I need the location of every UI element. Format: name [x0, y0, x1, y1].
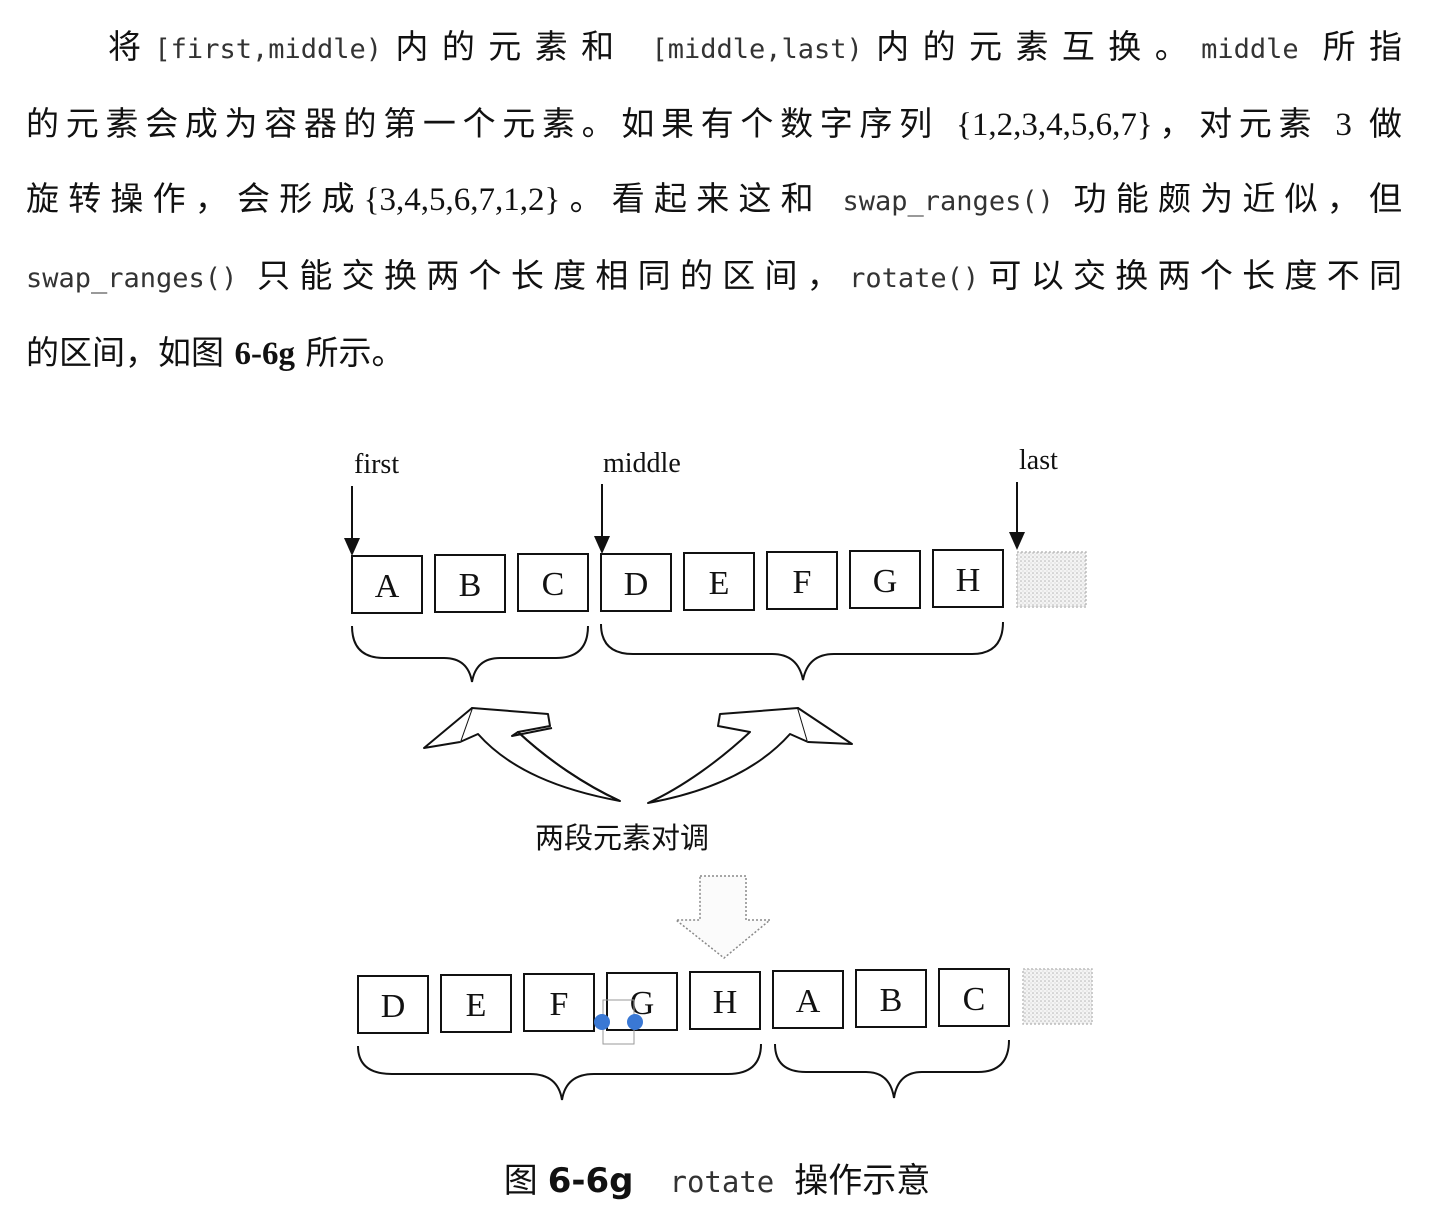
cell-label: A: [375, 568, 400, 605]
cell-after-2: F: [523, 973, 595, 1032]
cell-label: D: [624, 566, 649, 603]
selection-handle-left[interactable]: [594, 1014, 610, 1030]
cell-before-0: A: [351, 555, 423, 614]
rotate-diagram: first middle last A B C D E F G H 两段元素对调…: [344, 445, 1093, 1101]
caption-code: rotate: [669, 1165, 775, 1199]
paragraph-line-3: 旋转操作，会形成{3,4,5,6,7,1,2}。看起来这和 swap_range…: [26, 162, 1402, 239]
pointer-label-last: last: [1019, 445, 1058, 476]
text-run: 的区间，如图: [26, 333, 235, 372]
pointer-label-middle: middle: [603, 448, 681, 479]
body-paragraph: 将[first,middle)内的元素和 [middle,last)内的元素互换…: [26, 10, 1402, 391]
cell-label: E: [466, 987, 487, 1024]
text-run: 旋转操作，会形成: [26, 179, 364, 218]
pointer-arrow-first: [344, 486, 360, 556]
cell-label: B: [459, 567, 482, 604]
code-first-middle-range: [first,middle): [154, 34, 382, 65]
text-run: 只能交换两个长度相同的区间，: [237, 256, 850, 295]
cell-label: D: [381, 988, 406, 1025]
pointer-arrow-last: [1009, 482, 1025, 550]
figure-reference: 6-6g: [234, 336, 296, 372]
text-run: 所指: [1298, 27, 1403, 66]
cell-label: G: [873, 563, 898, 600]
code-middle: middle: [1201, 34, 1299, 65]
pointer-arrow-middle: [594, 484, 610, 554]
pointer-label-first: first: [354, 449, 399, 480]
caption-prefix: 图: [503, 1161, 538, 1201]
result-down-arrow: [673, 875, 773, 959]
code-swap-ranges: swap_ranges(): [26, 263, 238, 294]
cell-after-1: E: [440, 974, 512, 1033]
text-run: 做: [1351, 104, 1402, 143]
text-run: 内的元素互换。: [862, 27, 1202, 66]
code-rotate: rotate(): [849, 263, 980, 294]
paragraph-line-4: swap_ranges() 只能交换两个长度相同的区间，rotate()可以交换…: [26, 239, 1402, 316]
number-sequence: {1,2,3,4,5,6,7}: [956, 107, 1153, 143]
text-run: 可以交换两个长度不同: [979, 256, 1402, 295]
cell-before-5: F: [766, 551, 838, 610]
end-placeholder-cell-top: [1016, 551, 1087, 608]
cell-before-4: E: [683, 552, 755, 611]
brace-top-right: [600, 621, 1004, 681]
cell-after-0: D: [357, 975, 429, 1034]
cell-before-1: B: [434, 554, 506, 613]
text-run: 功能颇为近似，但: [1053, 179, 1402, 218]
cell-label: B: [880, 982, 903, 1019]
cell-label: F: [550, 986, 569, 1023]
paragraph-line-1: 将[first,middle)内的元素和 [middle,last)内的元素互换…: [26, 10, 1402, 87]
caption-number: 6-6g: [547, 1161, 634, 1201]
cell-label: H: [713, 984, 738, 1021]
paragraph-line-2: 的元素会成为容器的第一个元素。如果有个数字序列 {1,2,3,4,5,6,7}，…: [26, 87, 1402, 162]
code-swap-ranges: swap_ranges(): [842, 186, 1054, 217]
text-run: 。看起来这和: [560, 179, 843, 218]
cell-label: C: [963, 981, 986, 1018]
cell-label: H: [956, 562, 981, 599]
text-run: 所示。: [295, 333, 405, 372]
text-run: 将: [108, 27, 155, 66]
swap-arrow-left: [423, 707, 621, 802]
selection-handle-overlay[interactable]: [594, 999, 643, 1045]
end-placeholder-cell-bottom: [1022, 968, 1093, 1025]
cell-label: F: [793, 564, 812, 601]
brace-top-left: [351, 625, 589, 683]
selection-handle-right[interactable]: [627, 1014, 643, 1030]
cell-label: E: [709, 565, 730, 602]
cell-after-6: B: [855, 969, 927, 1028]
text-run: 的元素会成为容器的第一个元素。如果有个数字序列: [26, 104, 956, 143]
cell-before-3: D: [600, 553, 672, 612]
code-middle-last-range: [middle,last): [651, 34, 863, 65]
cell-before-7: H: [932, 549, 1004, 608]
text-run: 内的元素和: [382, 27, 652, 66]
cell-after-7: C: [938, 968, 1010, 1027]
cell-label: C: [542, 566, 565, 603]
rotated-sequence: {3,4,5,6,7,1,2}: [363, 182, 561, 218]
cell-after-5: A: [772, 970, 844, 1029]
cell-after-4: H: [689, 971, 761, 1030]
swap-arrow-right: [647, 707, 853, 804]
brace-bottom-right: [774, 1039, 1010, 1099]
caption-suffix: 操作示意: [794, 1161, 931, 1201]
text-run: ，对元素: [1152, 104, 1336, 143]
swap-label: 两段元素对调: [535, 821, 709, 855]
cell-label: A: [796, 983, 821, 1020]
cell-before-2: C: [517, 553, 589, 612]
cell-before-6: G: [849, 550, 921, 609]
number-element: 3: [1335, 107, 1352, 143]
paragraph-line-5: 的区间，如图 6-6g 所示。: [26, 316, 1402, 391]
brace-bottom-left: [357, 1043, 762, 1101]
